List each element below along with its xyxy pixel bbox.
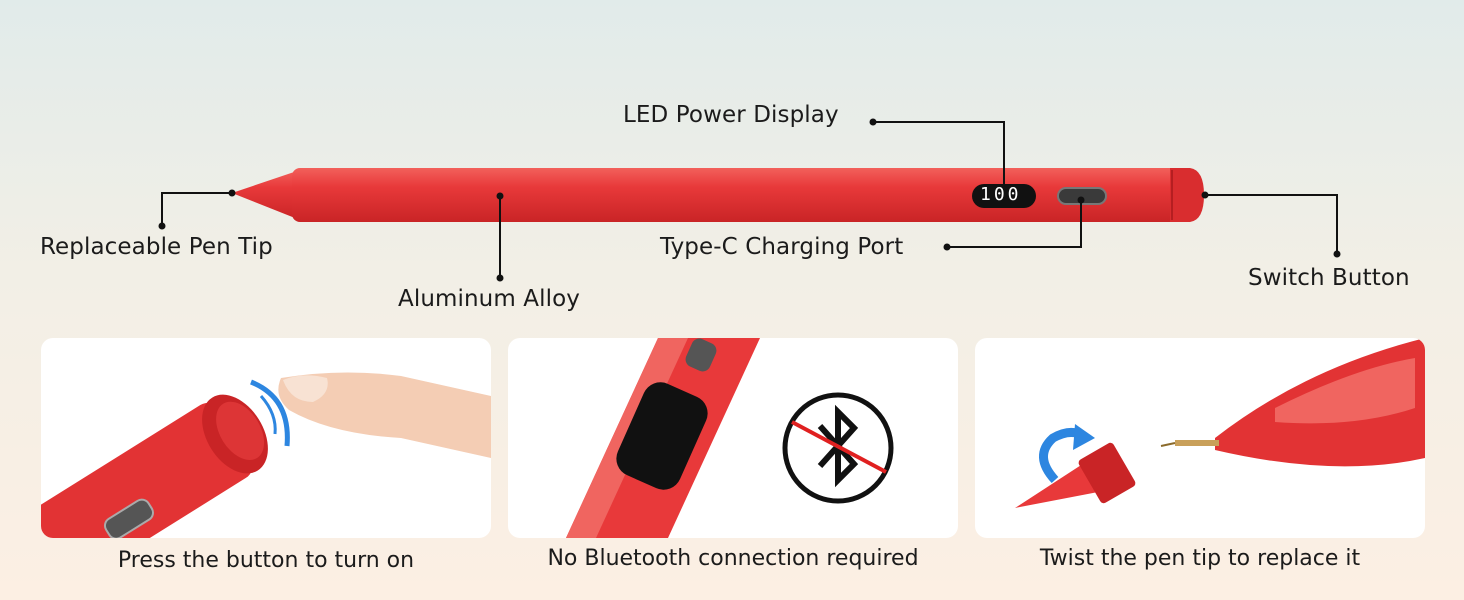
led-display	[972, 184, 1036, 208]
feature-caption-press: Press the button to turn on	[117, 548, 415, 573]
aluminum-label: Aluminum Alloy	[398, 286, 580, 312]
charging-port-label: Type-C Charging Port	[660, 234, 904, 260]
switch-button-label: Switch Button	[1248, 265, 1410, 291]
feature-caption-bluetooth: No Bluetooth connection required	[547, 546, 919, 571]
led-value-text: 100	[980, 184, 1022, 205]
twist-arrow-icon	[1039, 424, 1095, 484]
finger-press-icon	[41, 372, 491, 538]
pen-closeup	[566, 338, 760, 538]
feature-panel-twist	[975, 338, 1425, 538]
pen-end-cap	[1170, 168, 1204, 222]
led-display-label: LED Power Display	[623, 102, 839, 128]
feature-panel-press	[41, 338, 491, 538]
no-bluetooth-icon	[782, 392, 894, 504]
pen-tip-label: Replaceable Pen Tip	[40, 234, 273, 260]
pen-body	[292, 168, 1190, 222]
feature-caption-twist: Twist the pen tip to replace it	[1039, 546, 1361, 571]
feature-panel-bluetooth	[508, 338, 958, 538]
pen-tip-replacement	[1015, 338, 1425, 508]
pen-diagram	[158, 118, 1341, 282]
pen-tip	[232, 170, 300, 220]
